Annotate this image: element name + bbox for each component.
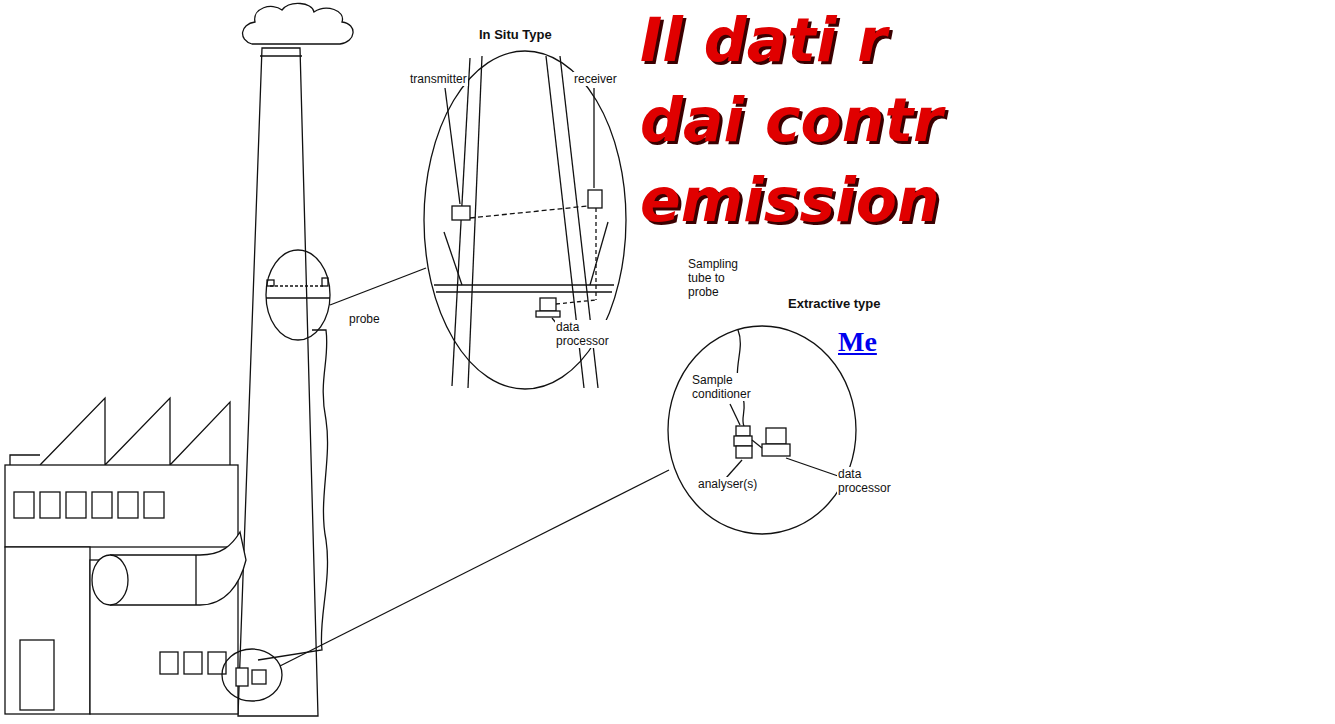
callout-heading: In Situ Type <box>478 28 553 42</box>
part-label: analyser(s) <box>697 477 758 491</box>
slide-title: Il dati r dai contr emission <box>640 0 948 240</box>
link-text: Me <box>838 326 877 358</box>
part-label: transmitter <box>409 72 468 86</box>
part-label: receiver <box>573 72 618 86</box>
part-label: Sample conditioner <box>691 373 759 401</box>
callout-outline <box>667 325 857 535</box>
part-label: data processor <box>555 320 611 348</box>
callout-heading: Extractive type <box>787 297 882 311</box>
part-label: probe <box>348 312 381 326</box>
callout-circle: Sampling tube to probeExtractive typeSam… <box>667 325 857 535</box>
callout-circle: In Situ Typetransmitterreceiverdata proc… <box>423 50 627 390</box>
part-label: Sampling tube to probe <box>687 257 745 299</box>
part-label: data processor <box>837 467 893 495</box>
